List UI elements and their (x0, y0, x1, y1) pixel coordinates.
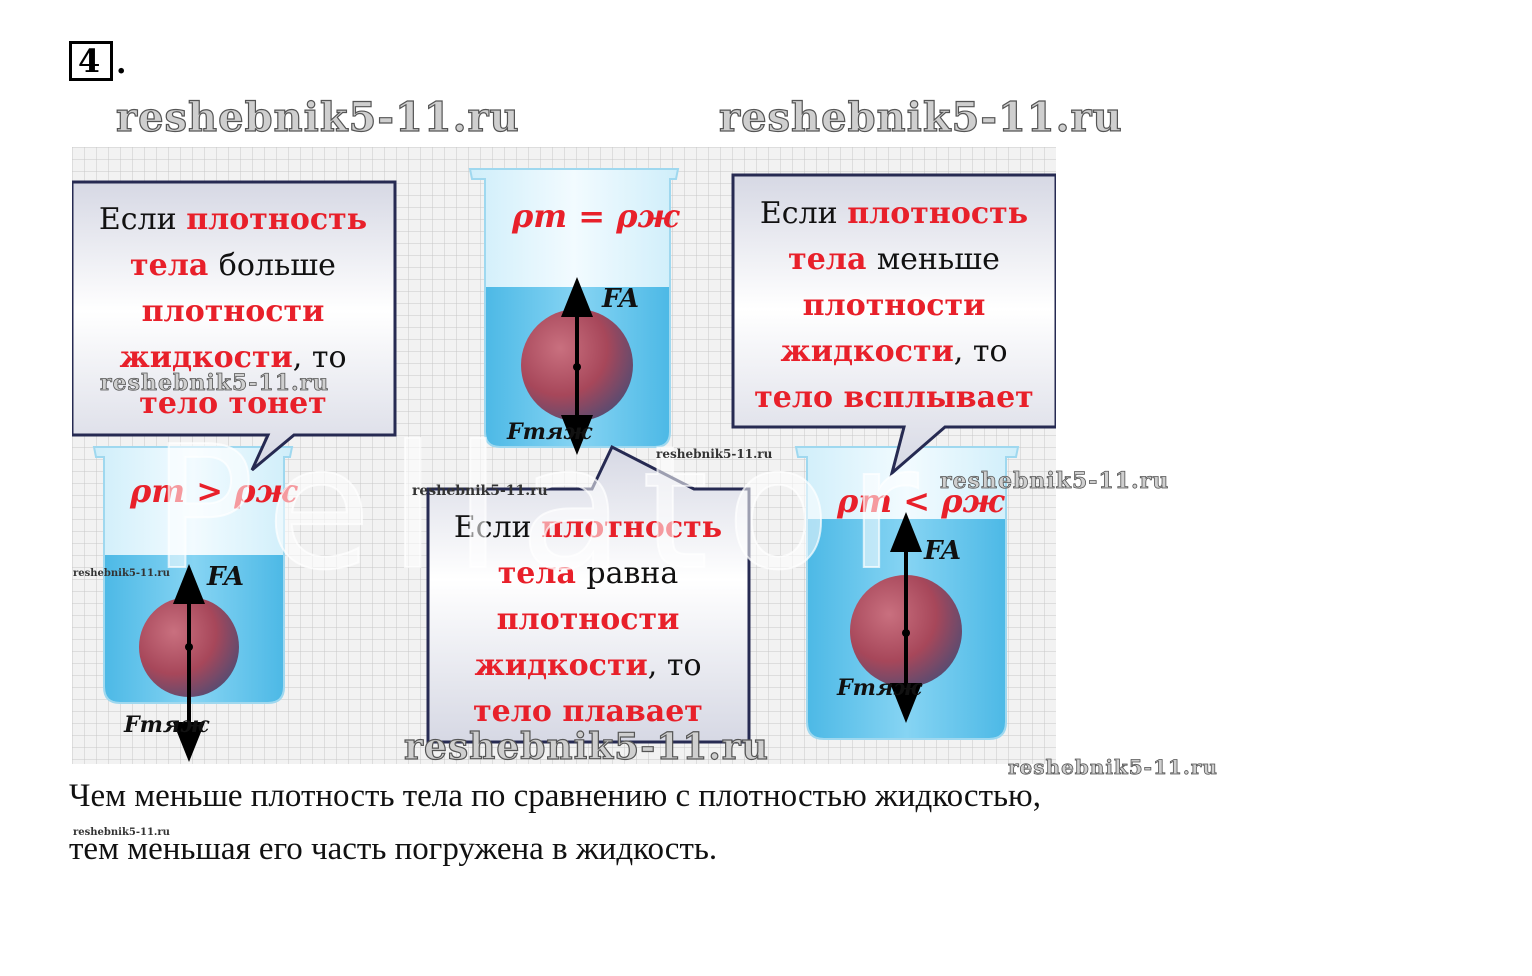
caption-line-2: тем меньшая его часть погружена в жидкос… (69, 831, 718, 867)
buoyancy-figure: ρт = ρж FA Fтяж ρт > ρж FA Fтяж ρт < ρж … (72, 147, 1056, 764)
watermark-callout-left: reshebnik5-11.ru (100, 370, 330, 397)
callout-sinks: Если плотность тела больше плотности жидкос… (72, 180, 397, 472)
callout-sinks-line-0-seg-1: плотность (186, 202, 367, 237)
label-ftyazh-equal: Fтяж (506, 419, 593, 445)
callout-floats-line-1-seg-1: равна (586, 556, 678, 591)
watermark-top-left: reshebnik5-11.ru (115, 93, 520, 141)
formula-greater: ρт > ρж (129, 472, 299, 510)
callout-rises-line-3-seg-1: , то (954, 334, 1008, 369)
task-number-box: 4 (69, 41, 113, 81)
callout-floats-line-3-seg-1: , то (648, 648, 702, 683)
callout-floats-line-0-seg-1: плотность (541, 510, 722, 545)
callout-sinks-line-3-seg-1: , то (293, 340, 347, 375)
caption-line-1: Чем меньше плотность тела по сравнению с… (69, 778, 1041, 814)
formula-less: ρт < ρж (836, 482, 1006, 520)
callout-sinks-line-1-seg-0: тела (130, 248, 219, 283)
watermark-left-beaker: reshebnik5-11.ru (73, 568, 170, 579)
callout-rises-line-4-seg-0: тело всплывает (754, 380, 1034, 415)
callout-rises-text: Если плотность тела меньше плотности жидкос… (754, 196, 1034, 415)
callout-floats-line-1-seg-0: тела (498, 556, 587, 591)
watermark-caption: reshebnik5-11.ru (73, 827, 170, 838)
callout-floats: Если плотность тела равна плотности жидкост… (426, 444, 751, 744)
watermark-small-mid: reshebnik5-11.ru (412, 483, 548, 499)
callout-sinks-line-3-seg-0: жидкости (119, 340, 292, 375)
task-number-dot: . (116, 46, 127, 81)
callout-rises-line-0-seg-0: Если (760, 196, 847, 231)
callout-sinks-text: Если плотность тела больше плотности жидкос… (99, 202, 367, 421)
callout-rises-line-1-seg-1: меньше (877, 242, 1000, 277)
callout-floats-line-2-seg-0: плотности (497, 602, 680, 637)
callout-rises-line-1-seg-0: тела (788, 242, 877, 277)
callout-rises-line-0-seg-1: плотность (847, 196, 1028, 231)
callout-floats-line-0-seg-0: Если (454, 510, 541, 545)
label-ftyazh-less: Fтяж (836, 675, 923, 701)
callout-rises-line-3-seg-0: жидкости (780, 334, 953, 369)
watermark-right: reshebnik5-11.ru (940, 468, 1170, 495)
watermark-top-right: reshebnik5-11.ru (718, 93, 1123, 141)
callout-floats-line-3-seg-0: жидкости (474, 648, 647, 683)
callout-sinks-line-4-seg-0: тело тонет (139, 386, 327, 421)
beaker-greater: ρт > ρж FA Fтяж (92, 446, 299, 762)
beaker-equal: ρт = ρж FA Fтяж (468, 168, 681, 455)
label-fa-equal: FA (601, 284, 639, 314)
watermark-small-center: reshebnik5-11.ru (656, 447, 773, 461)
callout-floats-line-4-seg-0: тело плавает (473, 694, 703, 729)
watermark-bottom-center: reshebnik5-11.ru (403, 725, 769, 768)
label-ftyazh-greater: Fтяж (123, 712, 210, 738)
label-fa-greater: FA (206, 562, 244, 592)
callout-rises: Если плотность тела меньше плотности жидкос… (731, 173, 1056, 478)
callout-floats-text: Если плотность тела равна плотности жидкост… (454, 510, 722, 729)
callout-sinks-line-0-seg-0: Если (99, 202, 186, 237)
task-number: 4 (78, 42, 101, 80)
watermark-bottom-right: reshebnik5-11.ru (1008, 755, 1218, 780)
label-fa-less: FA (923, 536, 961, 566)
callout-sinks-line-2-seg-0: плотности (142, 294, 325, 329)
beaker-less: ρт < ρж FA Fтяж (794, 446, 1020, 740)
callout-sinks-line-1-seg-1: больше (219, 248, 336, 283)
overlay-watermark: Pellator (152, 410, 936, 608)
callout-rises-line-2-seg-0: плотности (803, 288, 986, 323)
formula-equal: ρт = ρж (511, 197, 681, 235)
